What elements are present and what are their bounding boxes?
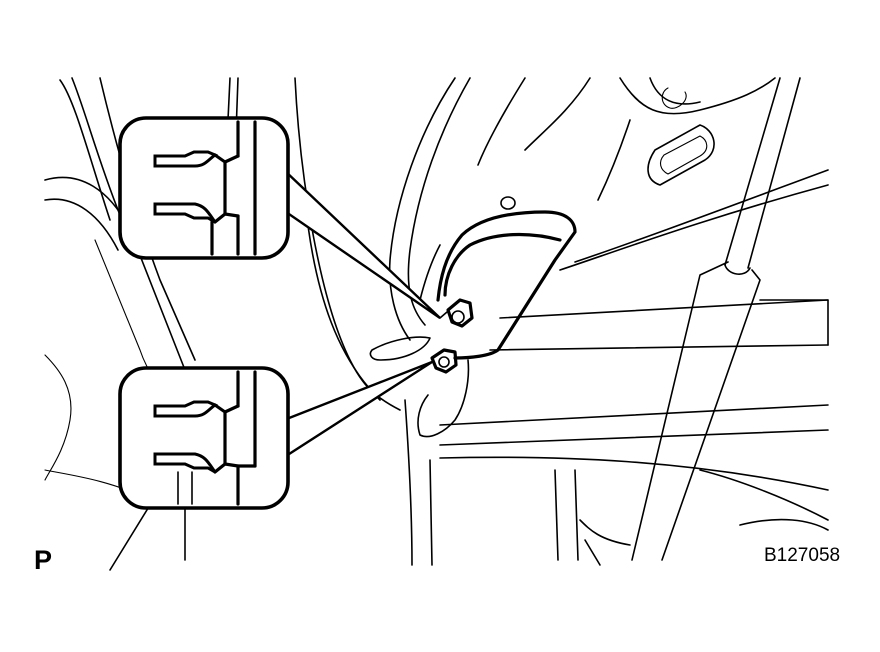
clip-fastener-upper bbox=[439, 298, 474, 328]
callout-leader-upper bbox=[282, 167, 441, 319]
figure-code: B127058 bbox=[764, 545, 841, 566]
clip-detail-icon bbox=[153, 120, 257, 256]
clip-fastener-lower bbox=[430, 348, 458, 374]
vehicle-body-lines bbox=[44, 77, 829, 571]
trim-panel-outline bbox=[419, 210, 577, 360]
clip-detail-callout-lower bbox=[118, 366, 290, 510]
view-label: P bbox=[34, 545, 53, 575]
clip-detail-callout-upper bbox=[118, 116, 290, 260]
callout-leader-lower bbox=[282, 360, 433, 459]
clip-detail-icon bbox=[153, 370, 257, 506]
